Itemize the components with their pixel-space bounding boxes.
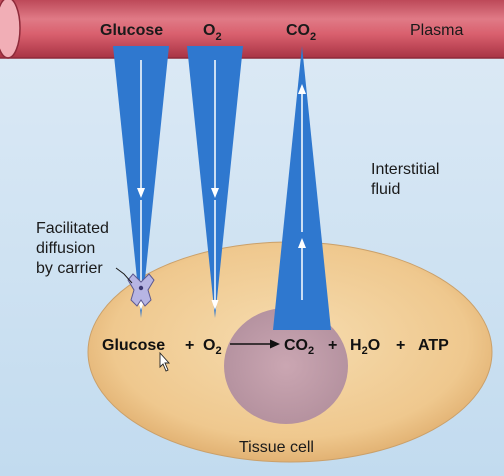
equation-plus-3: + [396,337,405,354]
equation-plus-1: + [185,337,194,354]
plasma-label: Plasma [410,22,463,39]
reaction-arrow [230,339,280,349]
equation-h2o: H2O [350,337,380,357]
co2-top-label: CO2 [286,22,316,43]
equation-co2: CO2 [284,337,314,357]
carrier-protein [127,273,155,307]
co2-gradient-wedge [273,46,331,330]
o2-top-label: O2 [203,22,222,43]
equation-o2: O2 [203,337,222,357]
glucose-top-label: Glucose [100,22,163,39]
equation-plus-2: + [328,337,337,354]
tissue-cell-label: Tissue cell [239,439,314,456]
glucose-gradient-wedge [113,46,169,318]
interstitial-label-line2: fluid [371,181,400,198]
facilitated-pointer-line [115,267,133,284]
mouse-cursor-icon [159,351,171,372]
cell-nucleus [224,308,348,424]
facilitated-label-line2: diffusion [36,240,95,257]
equation-glucose: Glucose [102,337,165,354]
o2-gradient-wedge [187,46,243,318]
plasma-vessel [0,0,504,59]
interstitial-label-line1: Interstitial [371,161,439,178]
facilitated-label-line1: Facilitated [36,220,109,237]
facilitated-label-line3: by carrier [36,260,103,277]
equation-atp: ATP [418,337,449,354]
